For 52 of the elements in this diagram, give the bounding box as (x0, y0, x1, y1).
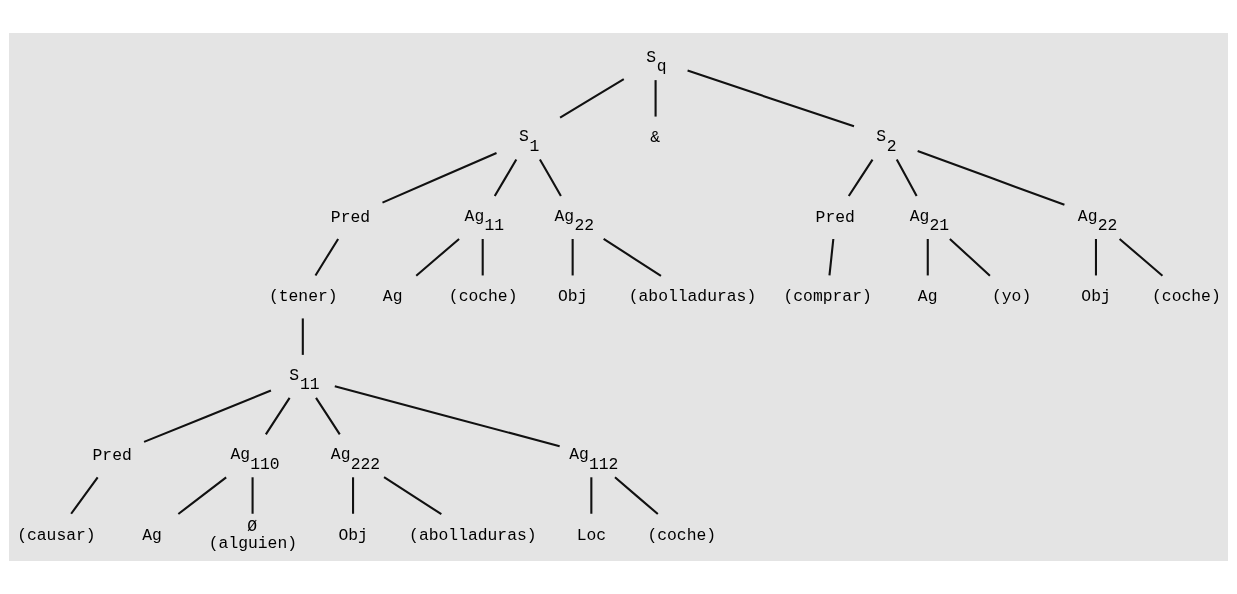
connector (70, 476, 99, 515)
node-text: Obj (338, 525, 368, 545)
connector (314, 238, 339, 276)
connector (177, 476, 227, 515)
connector (315, 397, 341, 435)
connector (539, 159, 562, 197)
connector (383, 476, 442, 516)
node-text: (coche) (448, 287, 518, 307)
node-text: (causar) (17, 525, 96, 545)
connector (654, 80, 657, 117)
node-text: (coche) (647, 525, 717, 545)
connector (1094, 239, 1098, 276)
connector (264, 397, 291, 435)
connector (828, 238, 835, 276)
node-text: Ø (alguien) (208, 516, 298, 554)
node-text: (abolladuras) (628, 287, 757, 307)
node-text: Ag (142, 525, 162, 545)
node-text: (tener) (268, 287, 338, 307)
connector (590, 477, 593, 514)
node-text: Ag (917, 287, 938, 307)
connector (603, 237, 662, 277)
connector (614, 476, 659, 515)
connector (926, 239, 929, 276)
connector (415, 238, 460, 277)
connector (301, 318, 304, 355)
node-text: Obj (558, 287, 588, 307)
node-text: Pred (815, 207, 855, 227)
connector (559, 78, 625, 119)
connector (382, 152, 497, 204)
connector (895, 159, 918, 197)
connector (493, 159, 518, 197)
connector (917, 150, 1065, 206)
node-text: Pred (330, 207, 371, 227)
connector (949, 238, 991, 277)
connector (352, 477, 355, 514)
connector (481, 239, 484, 276)
connector (143, 389, 272, 443)
node-text: Ag (382, 287, 403, 307)
node-text: Loc (576, 525, 607, 545)
connector (571, 239, 574, 276)
connector (847, 159, 874, 197)
node-text: Pred (92, 446, 132, 466)
connector (1118, 238, 1164, 277)
node-text: Obj (1081, 287, 1111, 307)
connector (687, 69, 855, 128)
node-text: (abolladuras) (409, 525, 537, 545)
node-text: (yo) (992, 287, 1032, 307)
node-text: & (650, 128, 661, 148)
connector (251, 477, 254, 514)
node-text: (comprar) (783, 287, 872, 307)
node-text: (coche) (1152, 287, 1221, 307)
connector (334, 385, 560, 448)
